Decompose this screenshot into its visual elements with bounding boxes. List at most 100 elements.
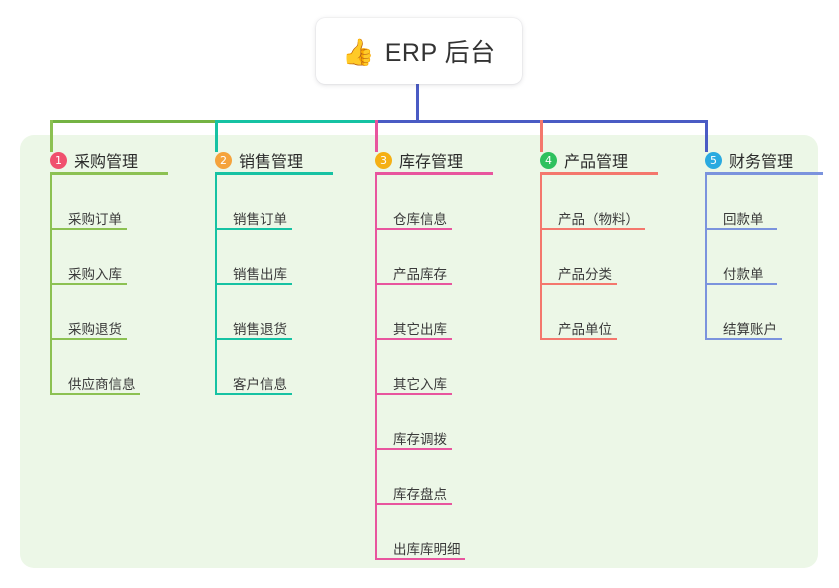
branch-item-label: 产品单位 xyxy=(558,321,612,337)
branch-badge-2: 2 xyxy=(215,151,232,169)
branch-item-underline xyxy=(215,283,292,285)
branch-stub-3 xyxy=(375,120,378,152)
branch-item[interactable]: 采购入库 xyxy=(50,230,138,285)
branch-spine-3 xyxy=(375,175,377,560)
branch-title-1: 采购管理 xyxy=(74,154,139,171)
diagram-panel xyxy=(20,135,818,568)
branch-item-underline xyxy=(375,283,452,285)
branch-item[interactable]: 回款单 xyxy=(705,175,793,230)
branch-item[interactable]: 产品库存 xyxy=(375,230,463,285)
branch-item-underline xyxy=(375,393,452,395)
branch-item-label: 仓库信息 xyxy=(393,211,447,227)
branch-header-1[interactable]: 1 采购管理 xyxy=(32,145,168,175)
branch-item[interactable]: 其它入库 xyxy=(375,340,463,395)
thumbs-up-emoji: 👍 xyxy=(342,37,375,67)
branch-item[interactable]: 采购退货 xyxy=(50,285,138,340)
branch-item-label: 库存调拨 xyxy=(393,431,447,447)
branch-item-label: 供应商信息 xyxy=(68,376,136,392)
branch-items-1: 采购订单采购入库采购退货供应商信息 xyxy=(32,175,140,395)
branch-item[interactable]: 库存调拨 xyxy=(375,395,463,450)
root-title: ERP 后台 xyxy=(384,39,496,67)
branch-item-label: 其它出库 xyxy=(393,321,447,337)
branch-header-underline-2 xyxy=(215,172,333,175)
branch-column-2: 2 销售管理销售订单销售出库销售退货客户信息 xyxy=(197,145,333,395)
branch-item[interactable]: 客户信息 xyxy=(215,340,303,395)
branch-title-2: 销售管理 xyxy=(239,154,304,171)
branch-item-underline xyxy=(215,338,292,340)
branch-item[interactable]: 产品单位 xyxy=(540,285,639,340)
branch-item[interactable]: 仓库信息 xyxy=(375,175,463,230)
branch-badge-5: 5 xyxy=(705,151,722,169)
branch-column-3: 3 库存管理仓库信息产品库存其它出库其它入库库存调拨库存盘点出库库明细 xyxy=(357,145,493,560)
branch-item-label: 出库库明细 xyxy=(393,541,461,557)
branch-stub-1 xyxy=(50,120,53,152)
branch-items-3: 仓库信息产品库存其它出库其它入库库存调拨库存盘点出库库明细 xyxy=(357,175,465,560)
branch-spine-1 xyxy=(50,175,52,395)
branch-column-1: 1 采购管理采购订单采购入库采购退货供应商信息 xyxy=(32,145,168,395)
branch-item[interactable]: 供应商信息 xyxy=(50,340,140,395)
branch-item-label: 回款单 xyxy=(723,211,764,227)
branch-item-label: 库存盘点 xyxy=(393,486,447,502)
branch-item-underline xyxy=(50,393,140,395)
branch-stub-4 xyxy=(540,120,543,152)
branch-badge-3: 3 xyxy=(375,151,392,169)
branch-title-5: 财务管理 xyxy=(729,154,794,171)
branch-item-underline xyxy=(540,338,617,340)
branch-badge-4: 4 xyxy=(540,151,557,169)
branch-item-label: 产品分类 xyxy=(558,266,612,282)
root-stem-line xyxy=(416,84,419,123)
branch-item-underline xyxy=(50,338,127,340)
branch-header-underline-4 xyxy=(540,172,658,175)
branch-header-underline-5 xyxy=(705,172,823,175)
branch-item-label: 采购入库 xyxy=(68,266,122,282)
branch-item[interactable]: 产品（物料） xyxy=(540,175,645,230)
branch-item[interactable]: 销售订单 xyxy=(215,175,303,230)
branch-header-underline-3 xyxy=(375,172,493,175)
branch-item-label: 采购退货 xyxy=(68,321,122,337)
branch-badge-1: 1 xyxy=(50,151,67,169)
branch-item-underline xyxy=(375,558,465,560)
branch-header-4[interactable]: 4 产品管理 xyxy=(522,145,658,175)
branch-item-label: 采购订单 xyxy=(68,211,122,227)
branch-stub-5 xyxy=(705,120,708,152)
branch-item[interactable]: 库存盘点 xyxy=(375,450,463,505)
branch-item-underline xyxy=(375,503,452,505)
branch-header-3[interactable]: 3 库存管理 xyxy=(357,145,493,175)
branch-spine-2 xyxy=(215,175,217,395)
branch-items-2: 销售订单销售出库销售退货客户信息 xyxy=(197,175,303,395)
branch-item-underline xyxy=(50,283,127,285)
root-node[interactable]: 👍 ERP 后台 xyxy=(316,18,522,84)
branch-header-2[interactable]: 2 销售管理 xyxy=(197,145,333,175)
branch-item[interactable]: 结算账户 xyxy=(705,285,793,340)
branch-spine-5 xyxy=(705,175,707,340)
branch-item-label: 销售订单 xyxy=(233,211,287,227)
branch-item-label: 其它入库 xyxy=(393,376,447,392)
branch-item[interactable]: 出库库明细 xyxy=(375,505,465,560)
branch-item-underline xyxy=(705,228,777,230)
branch-item[interactable]: 其它出库 xyxy=(375,285,463,340)
branch-item[interactable]: 付款单 xyxy=(705,230,793,285)
branch-item[interactable]: 采购订单 xyxy=(50,175,138,230)
branch-item[interactable]: 销售退货 xyxy=(215,285,303,340)
branch-item-underline xyxy=(705,283,777,285)
branch-item-underline xyxy=(540,283,617,285)
branch-column-4: 4 产品管理产品（物料） 产品分类产品单位 xyxy=(522,145,658,340)
bus-segment-1 xyxy=(50,120,218,123)
branch-item-label: 客户信息 xyxy=(233,376,287,392)
branch-items-4: 产品（物料） 产品分类产品单位 xyxy=(522,175,645,340)
bus-segment-2 xyxy=(215,120,378,123)
branch-column-5: 5 财务管理回款单付款单结算账户 xyxy=(687,145,823,340)
branch-item-underline xyxy=(705,338,782,340)
branch-header-5[interactable]: 5 财务管理 xyxy=(687,145,823,175)
branch-spine-4 xyxy=(540,175,542,340)
branch-item[interactable]: 产品分类 xyxy=(540,230,639,285)
branch-items-5: 回款单付款单结算账户 xyxy=(687,175,793,340)
branch-item-underline xyxy=(375,448,452,450)
branch-item-underline xyxy=(540,228,645,230)
branch-item-label: 销售出库 xyxy=(233,266,287,282)
branch-item[interactable]: 销售出库 xyxy=(215,230,303,285)
branch-header-underline-1 xyxy=(50,172,168,175)
branch-title-3: 库存管理 xyxy=(399,154,464,171)
branch-title-4: 产品管理 xyxy=(564,154,629,171)
branch-item-underline xyxy=(50,228,127,230)
